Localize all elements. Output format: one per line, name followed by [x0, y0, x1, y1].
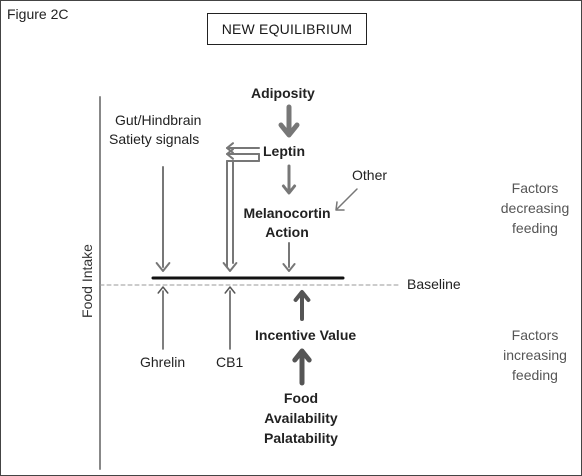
- figure-label: Figure 2C: [7, 6, 69, 22]
- decreasing-side-line2: decreasing: [500, 200, 570, 216]
- cb1-label: CB1: [216, 354, 244, 370]
- food-label-line1: Food: [283, 390, 319, 406]
- ghrelin-arrowhead: [157, 286, 169, 294]
- leptin-branch-arrowhead: [222, 262, 238, 272]
- title-box: NEW EQUILIBRIUM: [207, 13, 367, 45]
- decreasing-side-line3: feeding: [512, 220, 558, 236]
- increasing-side-line3: feeding: [512, 367, 558, 383]
- adiposity-label: Adiposity: [251, 85, 315, 101]
- cb1-arrowhead: [224, 286, 236, 294]
- ghrelin-label: Ghrelin: [140, 354, 186, 370]
- baseline-label: Baseline: [407, 276, 461, 292]
- gut-signals-arrowhead: [155, 262, 171, 272]
- melanocortin-label-line2: Action: [265, 224, 309, 240]
- other-label: Other: [352, 167, 388, 183]
- incentive-to-bar-arrowhead: [293, 290, 311, 302]
- increasing-side-line2: increasing: [503, 347, 567, 363]
- decreasing-side-line1: Factors: [511, 180, 559, 196]
- gut-signals-label-line1: Gut/Hindbrain: [115, 112, 202, 128]
- adiposity-to-leptin-arrowhead: [278, 122, 300, 138]
- y-axis-label: Food Intake: [79, 244, 95, 318]
- other-to-melanocortin-arrowhead: [335, 201, 345, 211]
- leptin-label: Leptin: [263, 143, 305, 159]
- other-to-melanocortin-arrow-shaft: [336, 188, 358, 210]
- increasing-side-line1: Factors: [511, 327, 559, 343]
- food-to-incentive-arrowhead: [292, 348, 312, 363]
- melanocortin-to-bar-arrowhead: [282, 263, 296, 272]
- leptin-to-gut-arrowhead-lower: [226, 148, 234, 160]
- melanocortin-label-line1: Melanocortin: [243, 205, 331, 221]
- incentive-value-label: Incentive Value: [255, 327, 357, 343]
- food-label-line2: Availability: [264, 410, 338, 426]
- leptin-to-melanocortin-arrowhead: [281, 184, 297, 195]
- gut-signals-label-line2: Satiety signals: [109, 131, 200, 147]
- food-label-line3: Palatability: [264, 430, 338, 446]
